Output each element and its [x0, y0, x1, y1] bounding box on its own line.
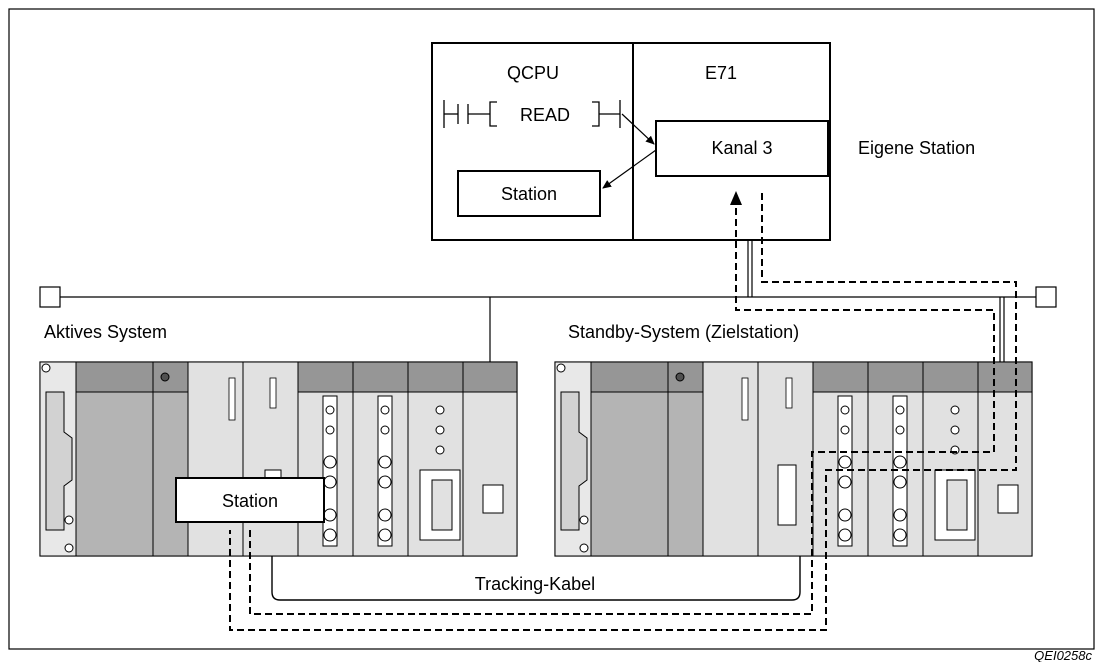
standby-system-label: Standby-System (Zielstation) — [568, 322, 799, 342]
station-box-active — [175, 477, 325, 523]
active-system-label: Aktives System — [44, 322, 167, 342]
station-label-active: Station — [222, 491, 278, 511]
own-station-box: QCPU E71 READ Station Kanal 3 — [431, 42, 831, 241]
tracking-cable-label: Tracking-Kabel — [475, 574, 595, 594]
kanal-to-station-arrow — [602, 149, 657, 189]
tracking-cable — [271, 556, 801, 601]
active-rack — [39, 361, 518, 557]
qcpu-label: QCPU — [507, 63, 559, 83]
read-to-kanal-arrow — [621, 113, 655, 145]
e71-label: E71 — [705, 63, 737, 83]
standby-rack — [554, 361, 1033, 557]
return-arrowhead — [730, 191, 742, 205]
kanal-box — [655, 120, 829, 177]
eigene-station-label: Eigene Station — [858, 138, 975, 158]
kanal-label: Kanal 3 — [711, 138, 772, 158]
station-label-own: Station — [501, 184, 557, 204]
data-path — [229, 193, 1017, 631]
network-bus — [39, 240, 1057, 362]
figure-code: QEI0258c — [1034, 648, 1092, 662]
read-label: READ — [520, 105, 570, 125]
read-instruction — [443, 100, 621, 128]
station-box-own — [457, 170, 601, 217]
